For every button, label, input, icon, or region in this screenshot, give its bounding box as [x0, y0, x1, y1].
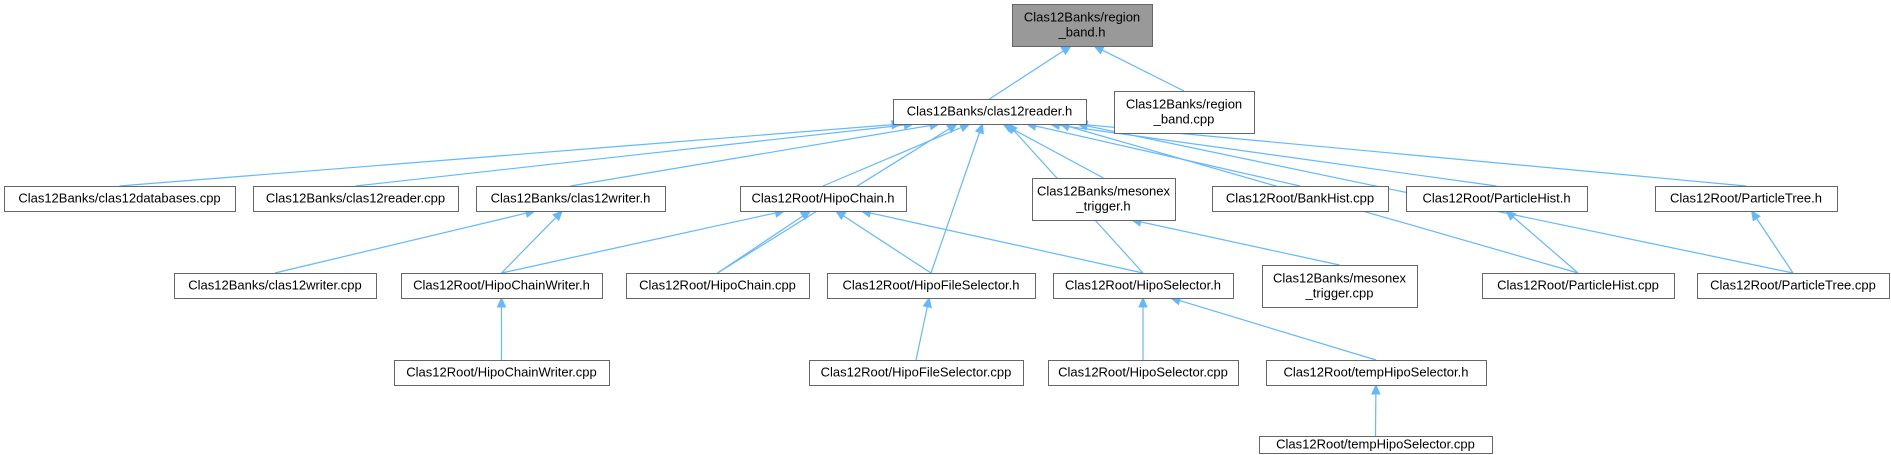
node-label: Clas12Root/ParticleTree.h [1670, 191, 1822, 206]
node-hipochainwriter-h[interactable]: Clas12Root/HipoChainWriter.h [401, 273, 603, 299]
node-region-band-cpp[interactable]: Clas12Banks/region_band.cpp [1114, 91, 1255, 134]
dependency-edge-hipochain_cpp-to-hipochain_h [717, 210, 812, 274]
node-box [626, 273, 810, 299]
dependency-edge-region_band_cpp-to-region_band_h [1093, 45, 1185, 92]
node-label: Clas12Banks/clas12reader.h [907, 104, 1073, 119]
node-hipochain-cpp[interactable]: Clas12Root/HipoChain.cpp [626, 273, 810, 299]
dependency-edge-hipochain_h-to-clas12reader_h [822, 123, 971, 187]
node-label: Clas12Root/ParticleHist.h [1422, 191, 1570, 206]
dependency-edge-particlehist_cpp-to-particlehist_h [1505, 210, 1579, 274]
dependency-edge-hipochainwriter_h-to-hipochain_h [501, 208, 786, 274]
node-clas12databases-cpp[interactable]: Clas12Banks/clas12databases.cpp [4, 186, 236, 212]
node-particletree-cpp[interactable]: Clas12Root/ParticleTree.cpp [1697, 273, 1890, 299]
node-box [1114, 91, 1255, 134]
node-box [827, 273, 1036, 299]
node-box [253, 186, 459, 212]
node-label: Clas12Root/HipoFileSelector.h [842, 278, 1019, 293]
node-particlehist-cpp[interactable]: Clas12Root/ParticleHist.cpp [1482, 273, 1675, 299]
node-hipochainwriter-cpp[interactable]: Clas12Root/HipoChainWriter.cpp [394, 360, 610, 386]
node-box [809, 360, 1024, 386]
node-box [1259, 436, 1493, 454]
node-particlehist-h[interactable]: Clas12Root/ParticleHist.h [1406, 186, 1588, 212]
dependency-edge-particletree_cpp-to-particletree_h [1750, 209, 1794, 274]
dependency-edge-mesonex_trigger_cpp-to-mesonex_trigger_h [1130, 217, 1340, 266]
node-label: _band.h [1058, 25, 1106, 40]
node-mesonex-trigger-cpp[interactable]: Clas12Banks/mesonex_trigger.cpp [1262, 265, 1418, 308]
dependency-edge-hiposelector_cpp-to-hiposelector_h [1138, 296, 1148, 360]
node-label: Clas12Root/tempHipoSelector.cpp [1276, 437, 1475, 452]
node-label: Clas12Banks/clas12writer.h [491, 191, 651, 206]
node-clas12reader-h[interactable]: Clas12Banks/clas12reader.h [893, 99, 1087, 125]
node-hiposelector-h[interactable]: Clas12Root/HipoSelector.h [1053, 273, 1234, 299]
node-label: Clas12Banks/mesonex [1273, 271, 1406, 286]
node-label: Clas12Root/ParticleTree.cpp [1710, 278, 1876, 293]
node-clas12writer-cpp[interactable]: Clas12Banks/clas12writer.cpp [174, 273, 377, 299]
dependency-edge-hipofileselector_h-to-hipochain_h [834, 210, 932, 274]
node-box [1482, 273, 1675, 299]
node-box [1012, 4, 1153, 47]
node-label: Clas12Root/tempHipoSelector.h [1284, 365, 1469, 380]
node-box [174, 273, 377, 299]
node-label: Clas12Root/HipoSelector.h [1065, 278, 1221, 293]
dependency-edge-hipofileselector_cpp-to-hipofileselector_h [915, 296, 932, 361]
node-box [1262, 265, 1418, 308]
node-region-band-h: Clas12Banks/region_band.h [1012, 4, 1153, 47]
node-label: Clas12Root/HipoFileSelector.cpp [821, 365, 1012, 380]
node-label: Clas12Root/ParticleHist.cpp [1497, 278, 1659, 293]
node-box [1212, 186, 1389, 212]
node-label: Clas12Banks/mesonex [1037, 184, 1170, 199]
node-box [1406, 186, 1588, 212]
node-box [394, 360, 610, 386]
node-hipofileselector-h[interactable]: Clas12Root/HipoFileSelector.h [827, 273, 1036, 299]
node-temphiposelector-cpp[interactable]: Clas12Root/tempHipoSelector.cpp [1259, 436, 1493, 454]
dependency-edge-clas12reader_h-to-region_band_h [989, 45, 1072, 100]
node-label: Clas12Banks/clas12databases.cpp [18, 191, 220, 206]
node-label: _band.cpp [1153, 112, 1215, 127]
node-particletree-h[interactable]: Clas12Root/ParticleTree.h [1655, 186, 1838, 212]
dependency-edge-clas12databases_cpp-to-clas12reader_h [119, 119, 903, 187]
node-box [893, 99, 1087, 125]
node-box [476, 186, 666, 212]
node-box [1048, 360, 1239, 386]
node-label: _trigger.cpp [1305, 286, 1374, 301]
node-box [1655, 186, 1838, 212]
node-label: Clas12Root/HipoChain.cpp [639, 278, 796, 293]
node-bankhist-cpp[interactable]: Clas12Root/BankHist.cpp [1212, 186, 1389, 212]
node-label: Clas12Root/HipoChain.h [751, 191, 894, 206]
node-box [1032, 178, 1176, 221]
node-label: Clas12Root/BankHist.cpp [1226, 191, 1374, 206]
node-box [740, 186, 907, 212]
node-mesonex-trigger-h[interactable]: Clas12Banks/mesonex_trigger.h [1032, 178, 1176, 221]
node-temphiposelector-h[interactable]: Clas12Root/tempHipoSelector.h [1266, 360, 1487, 386]
node-box [1266, 360, 1487, 386]
node-label: Clas12Root/HipoChainWriter.h [413, 278, 590, 293]
node-label: _trigger.h [1075, 199, 1130, 214]
node-label: Clas12Root/HipoChainWriter.cpp [406, 365, 597, 380]
node-clas12reader-cpp[interactable]: Clas12Banks/clas12reader.cpp [253, 186, 459, 212]
node-hipochain-h[interactable]: Clas12Root/HipoChain.h [740, 186, 907, 212]
node-clas12writer-h[interactable]: Clas12Banks/clas12writer.h [476, 186, 666, 212]
node-hipofileselector-cpp[interactable]: Clas12Root/HipoFileSelector.cpp [809, 360, 1024, 386]
dependency-edge-clas12writer_h-to-clas12reader_h [570, 120, 941, 187]
dependency-edge-temphiposelector_cpp-to-temphiposelector_h [1371, 383, 1381, 437]
node-box [1053, 273, 1234, 299]
node-label: Clas12Banks/region [1126, 97, 1242, 112]
dependency-edge-clas12writer_cpp-to-clas12writer_h [274, 208, 537, 274]
dependency-edge-clas12reader_cpp-to-clas12reader_h [355, 120, 915, 187]
node-box [4, 186, 236, 212]
node-box [1697, 273, 1890, 299]
dependency-edge-hipochainwriter_h-to-clas12writer_h [501, 210, 564, 274]
node-hiposelector-cpp[interactable]: Clas12Root/HipoSelector.cpp [1048, 360, 1239, 386]
node-label: Clas12Root/HipoSelector.cpp [1058, 365, 1228, 380]
dependency-edge-hipochainwriter_cpp-to-hipochainwriter_h [496, 296, 507, 360]
dependency-edge-hipofileselector_h-to-clas12reader_h [930, 122, 984, 274]
node-label: Clas12Banks/clas12writer.cpp [188, 278, 361, 293]
node-box [401, 273, 603, 299]
node-label: Clas12Banks/clas12reader.cpp [266, 191, 445, 206]
node-label: Clas12Banks/region [1024, 10, 1140, 25]
nodes-layer: Clas12Banks/region_band.hClas12Banks/cla… [4, 4, 1890, 454]
